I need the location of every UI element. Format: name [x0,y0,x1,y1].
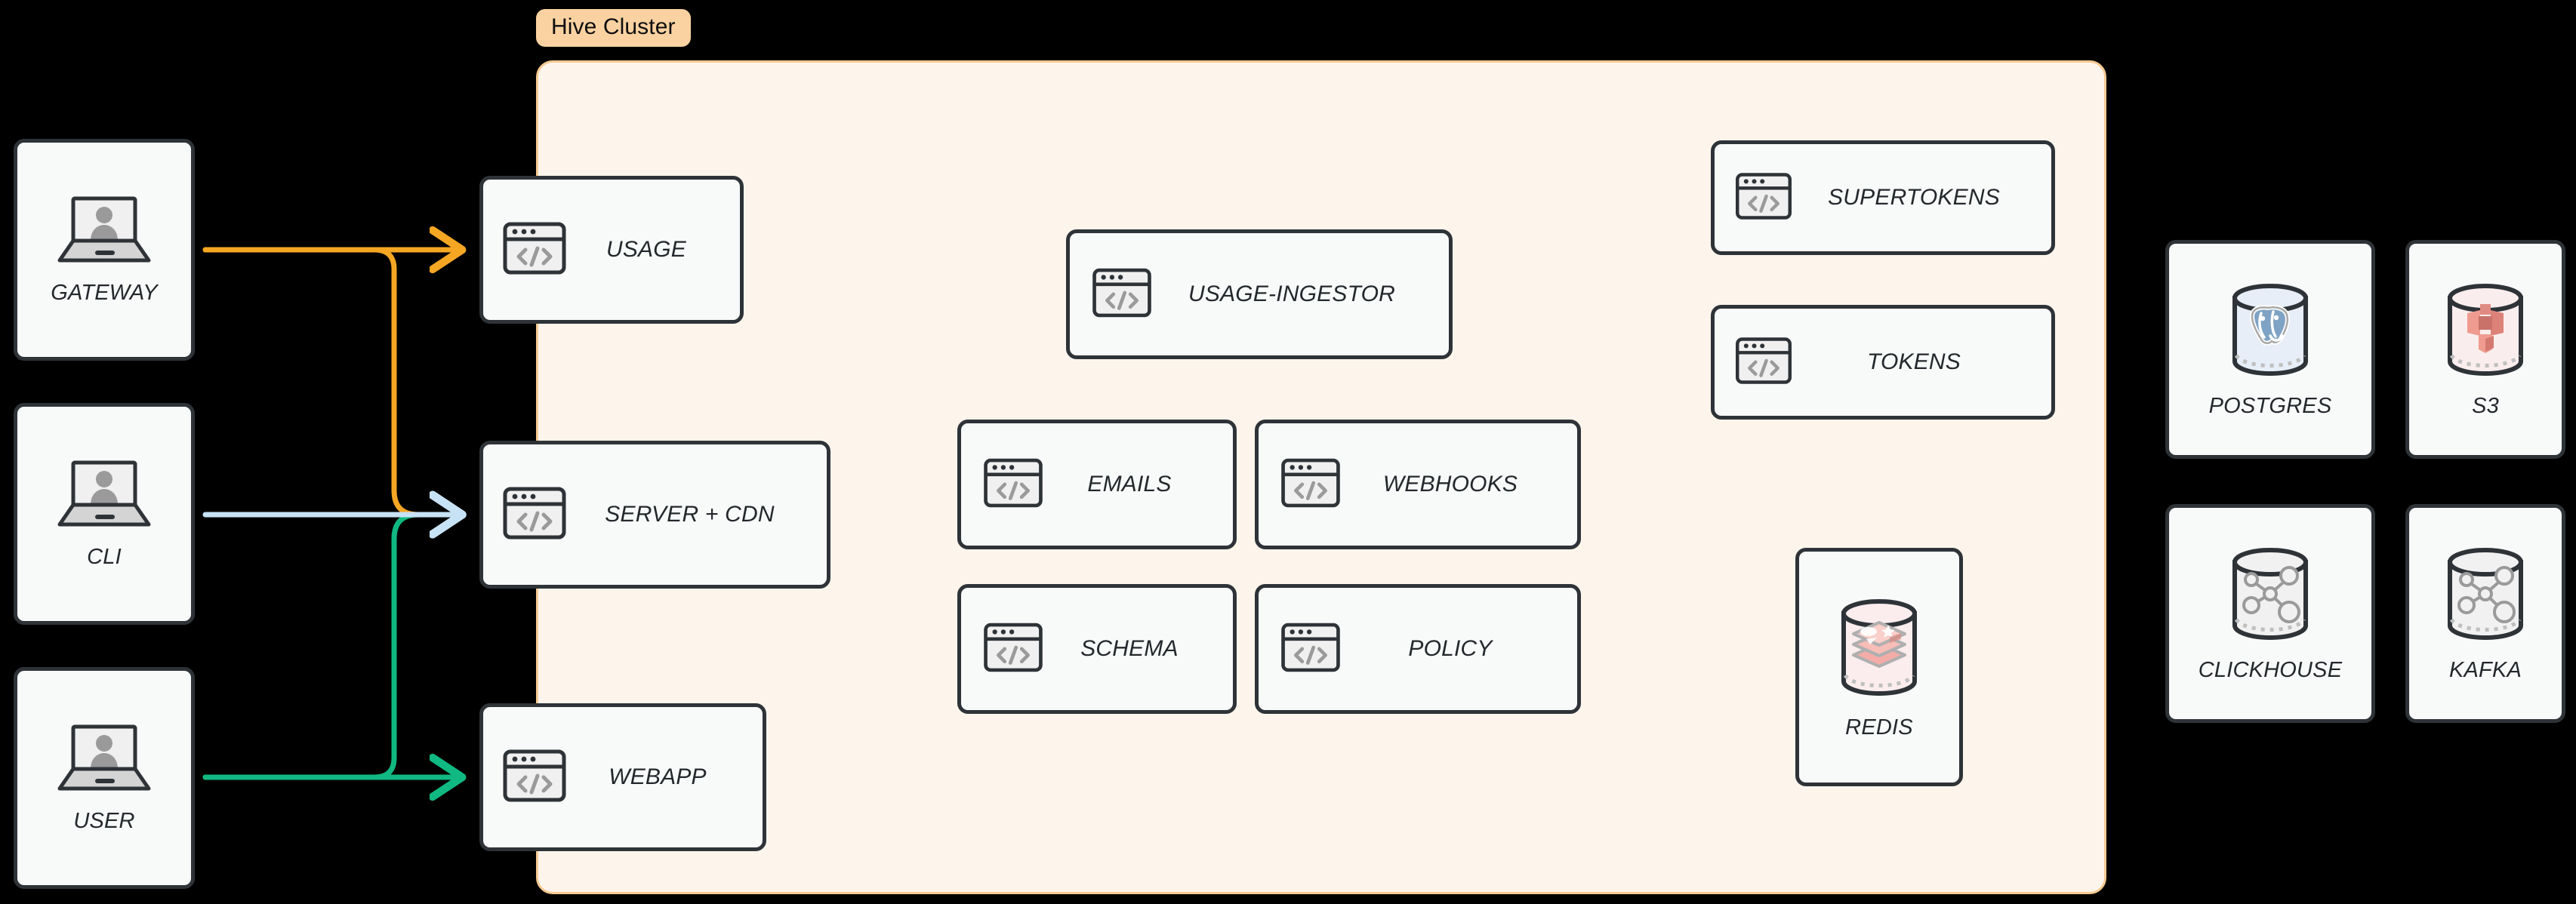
code-window-icon [1733,165,1795,231]
service-node-emails[interactable]: EMAILS [957,420,1237,549]
datastore-label: REDIS [1845,715,1913,739]
service-node-schema[interactable]: SCHEMA [957,584,1237,714]
network-database-icon [2438,544,2533,647]
client-node-user[interactable]: USER [14,667,195,889]
service-label: SCHEMA [1080,636,1179,661]
service-node-server-cdn[interactable]: SERVER + CDN [479,441,830,589]
service-node-usage-ingestor[interactable]: USAGE-INGESTOR [1066,229,1453,359]
client-label: CLI [87,545,122,569]
service-node-usage[interactable]: USAGE [479,176,744,324]
code-window-icon [1278,615,1343,684]
datastore-node-kafka[interactable]: KAFKA [2405,504,2565,723]
laptop-user-icon [55,458,153,534]
datastore-node-s3[interactable]: S3 [2405,240,2565,459]
edge-gateway-server [202,247,462,518]
service-label: USAGE-INGESTOR [1188,281,1395,306]
client-node-cli[interactable]: CLI [14,403,195,625]
code-window-icon [981,450,1046,519]
datastore-label: S3 [2472,394,2499,418]
datastore-label: CLICKHOUSE [2198,658,2343,682]
postgres-database-icon [2223,280,2318,383]
service-node-supertokens[interactable]: SUPERTOKENS [1711,140,2055,255]
code-window-icon [1089,260,1154,329]
redis-database-icon [1830,594,1928,705]
service-node-policy[interactable]: POLICY [1255,584,1581,714]
datastore-label: POSTGRES [2208,394,2332,418]
service-node-webapp[interactable]: WEBAPP [479,703,766,851]
service-label: EMAILS [1087,472,1172,497]
code-window-icon [981,615,1046,684]
datastore-node-clickhouse[interactable]: CLICKHOUSE [2165,504,2375,723]
service-label: POLICY [1408,636,1493,661]
code-window-icon [500,478,569,552]
network-database-icon [2223,544,2318,647]
datastore-node-postgres[interactable]: POSTGRES [2165,240,2375,459]
datastore-node-redis[interactable]: REDIS [1795,548,1963,786]
code-window-icon [1733,330,1795,395]
service-node-tokens[interactable]: TOKENS [1711,305,2055,420]
laptop-user-icon [55,722,153,798]
client-label: GATEWAY [51,281,158,305]
code-window-icon [500,214,569,287]
service-label: WEBHOOKS [1382,472,1518,497]
datastore-label: KAFKA [2448,658,2522,682]
code-window-icon [500,741,569,814]
edge-user-server [202,512,462,780]
service-label: TOKENS [1866,349,1961,374]
client-label: USER [73,809,135,833]
service-label: SERVER + CDN [605,502,775,527]
hive-cluster-badge: Hive Cluster [536,9,691,47]
code-window-icon [1278,450,1343,519]
service-label: USAGE [605,237,687,262]
client-node-gateway[interactable]: GATEWAY [14,139,195,361]
service-label: SUPERTOKENS [1828,185,2000,210]
s3-database-icon [2438,280,2533,383]
service-node-webhooks[interactable]: WEBHOOKS [1255,420,1581,549]
service-label: WEBAPP [609,764,707,789]
laptop-user-icon [55,194,153,270]
